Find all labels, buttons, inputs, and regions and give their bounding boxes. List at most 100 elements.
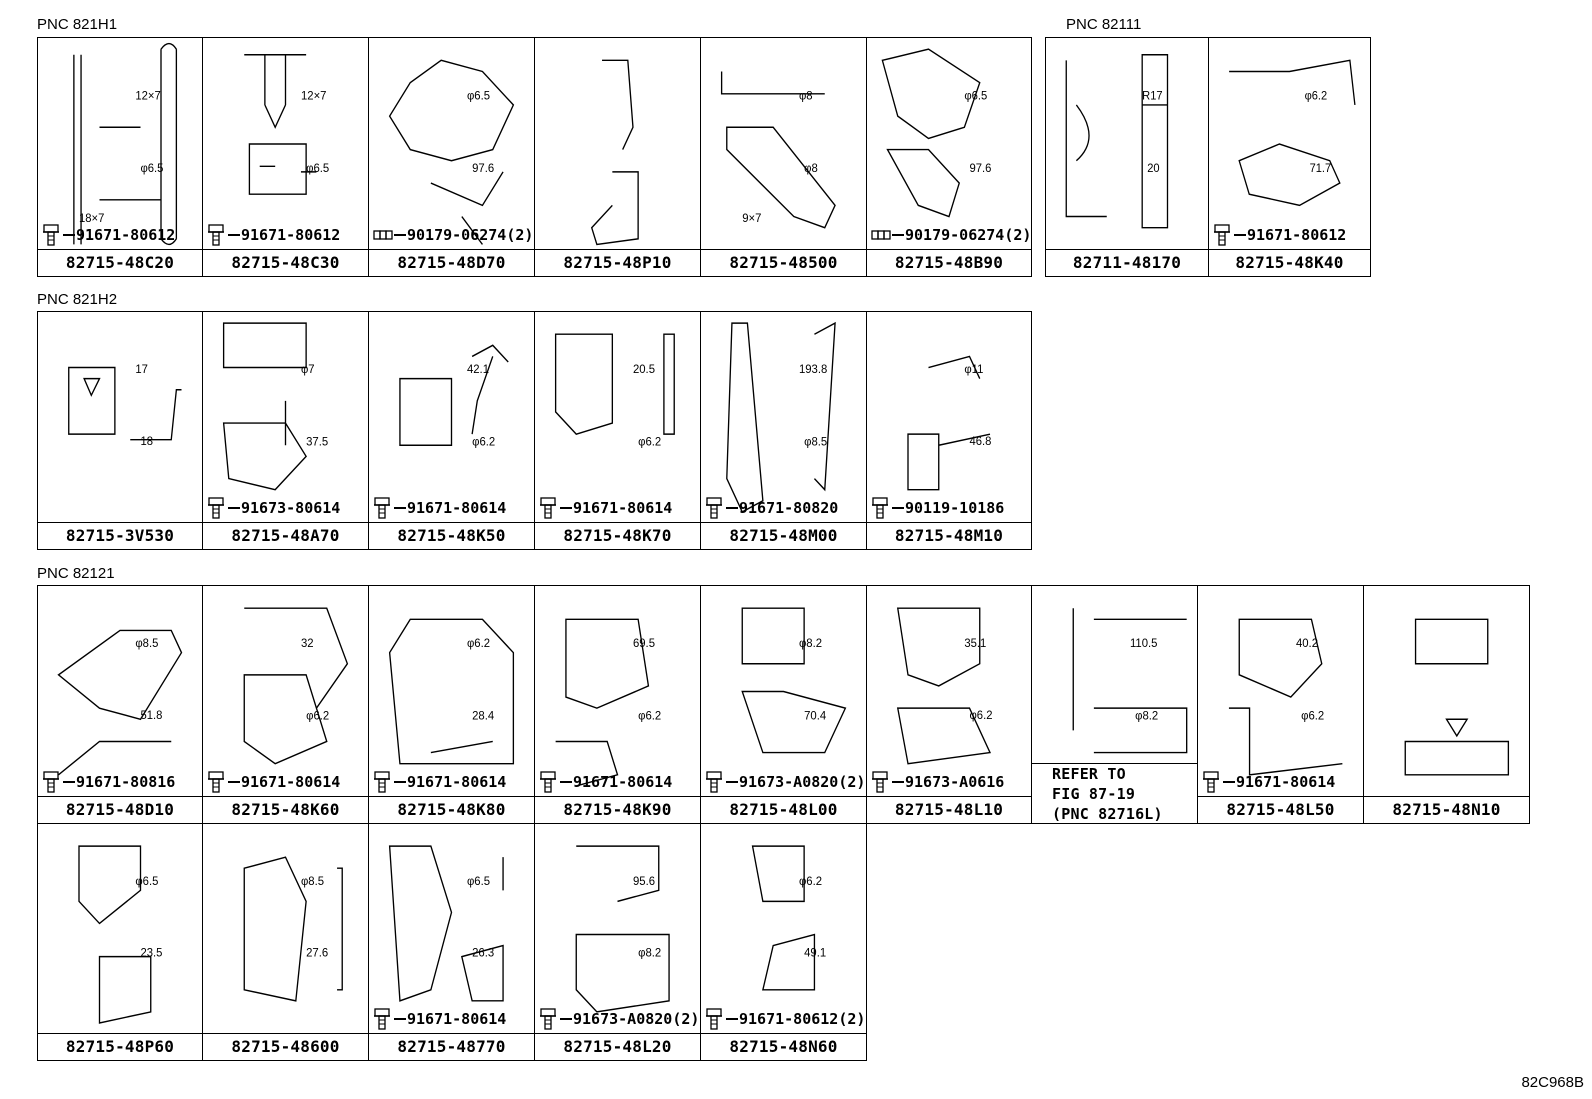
fastener-callout: 91673-80614 bbox=[207, 497, 340, 519]
part-outline bbox=[1072, 608, 1188, 754]
part-outline bbox=[222, 322, 307, 491]
dimension-label: 12×7 bbox=[301, 88, 327, 103]
fastener-part-number: 91673-A0820(2) bbox=[573, 1010, 700, 1028]
fastener-part-number: 91671-80612(2) bbox=[739, 1010, 866, 1028]
fastener-part-number: 90179-06274(2) bbox=[905, 226, 1032, 244]
dimension-label: 110.5 bbox=[1130, 637, 1158, 650]
fastener-part-number: 91671-80614 bbox=[241, 773, 341, 791]
dimension-label: 18×7 bbox=[79, 212, 104, 226]
dimension-label: φ11 bbox=[964, 363, 983, 377]
part-outline bbox=[243, 607, 349, 765]
part-sketch: φ6.271.7 bbox=[1229, 59, 1356, 207]
fastener-callout: 90119-10186 bbox=[871, 497, 1004, 519]
dimension-label: φ6.2 bbox=[638, 435, 661, 448]
fastener-part-number: 91671-80614 bbox=[573, 773, 673, 791]
part-sketch: 35.1φ6.2 bbox=[896, 607, 993, 765]
part-outline bbox=[751, 845, 816, 991]
bolt-icon bbox=[706, 497, 722, 519]
bolt-icon bbox=[1203, 771, 1219, 793]
dimension-label: φ8.2 bbox=[799, 637, 822, 650]
fastener-leader-line bbox=[394, 1018, 406, 1020]
dimension-label: 27.6 bbox=[306, 946, 329, 959]
fastener-callout: 91671-80612 bbox=[42, 224, 175, 246]
fastener-leader-line bbox=[63, 234, 75, 236]
fastener-callout: 91671-80612 bbox=[1213, 224, 1346, 246]
part-outline bbox=[243, 856, 343, 1002]
fastener-part-number: 91671-80614 bbox=[573, 499, 673, 517]
part-number: 82715-48K70 bbox=[535, 522, 700, 549]
part-outline bbox=[388, 618, 515, 765]
part-number: 82715-48N10 bbox=[1364, 796, 1529, 823]
part-sketch: 69.5φ6.2 bbox=[555, 618, 661, 787]
part-drawing: 42.1 φ6.2 bbox=[369, 312, 534, 523]
fastener-leader-line bbox=[1234, 234, 1246, 236]
bolt-icon bbox=[43, 771, 59, 793]
part-outline bbox=[73, 42, 178, 246]
fastener-leader-line bbox=[560, 781, 572, 783]
fastener-leader-line bbox=[892, 507, 904, 509]
fastener-callout: 91671-80614 bbox=[207, 771, 340, 793]
part-sketch: φ6.523.5 bbox=[78, 845, 163, 1024]
part-sketch: φ6.597.6 bbox=[388, 59, 515, 245]
bolt-icon bbox=[540, 497, 556, 519]
dimension-label: 42.1 bbox=[467, 363, 489, 376]
fastener-leader-line bbox=[394, 234, 406, 236]
part-outline bbox=[1404, 618, 1510, 776]
dimension-label: φ6.5 bbox=[467, 874, 491, 887]
fastener-callout: 91671-80614 bbox=[373, 771, 506, 793]
dimension-label: 26.3 bbox=[472, 946, 495, 959]
fastener-leader-line bbox=[228, 234, 240, 236]
dimension-label: φ8 bbox=[804, 160, 818, 175]
dimension-label: φ6.2 bbox=[472, 435, 495, 448]
part-number: 82715-48K90 bbox=[535, 796, 700, 823]
part-sketch: 12×7 φ6.5 bbox=[244, 54, 330, 195]
part-sketch bbox=[590, 59, 639, 246]
dimension-label: φ6.2 bbox=[970, 709, 993, 723]
fastener-part-number: 91671-80614 bbox=[407, 1010, 507, 1028]
part-number: 82715-48A70 bbox=[203, 522, 368, 549]
part-number: 82715-48L20 bbox=[535, 1033, 700, 1060]
fastener-callout: 91671-80612(2) bbox=[705, 1008, 865, 1030]
diagram-reference-code: 82C968B bbox=[1521, 1074, 1584, 1091]
part-outline bbox=[720, 71, 836, 229]
part-number: REFER TO FIG 87-19 (PNC 82716L) bbox=[1032, 763, 1197, 823]
part-outline bbox=[388, 59, 515, 245]
dimension-label: φ6.5 bbox=[306, 160, 330, 175]
dimension-label: φ6.5 bbox=[964, 89, 987, 103]
part-number: 82715-48M00 bbox=[701, 522, 866, 549]
fastener-callout: 91671-80614 bbox=[1202, 771, 1335, 793]
part-number: 82715-48P10 bbox=[535, 249, 700, 276]
bolt-icon bbox=[706, 1008, 722, 1030]
fastener-callout: 91671-80614 bbox=[539, 771, 672, 793]
dimension-label: 51.8 bbox=[141, 709, 163, 723]
dimension-label: 95.6 bbox=[633, 874, 656, 887]
fastener-callout: 90179-06274(2) bbox=[871, 224, 1031, 246]
part-number: 82715-48K40 bbox=[1209, 249, 1370, 276]
part-number: 82715-48C20 bbox=[38, 249, 202, 276]
part-number: 82715-48K80 bbox=[369, 796, 534, 823]
part-number: 82715-48500 bbox=[701, 249, 866, 276]
part-drawing: φ6.5 26.3 bbox=[369, 824, 534, 1034]
part-number: 82715-48L00 bbox=[701, 796, 866, 823]
fastener-callout: 91671-80612 bbox=[207, 224, 340, 246]
part-sketch: φ6.597.6 bbox=[881, 48, 992, 218]
dimension-label: 17 bbox=[135, 363, 148, 377]
fastener-part-number: 91673-80614 bbox=[241, 499, 341, 517]
